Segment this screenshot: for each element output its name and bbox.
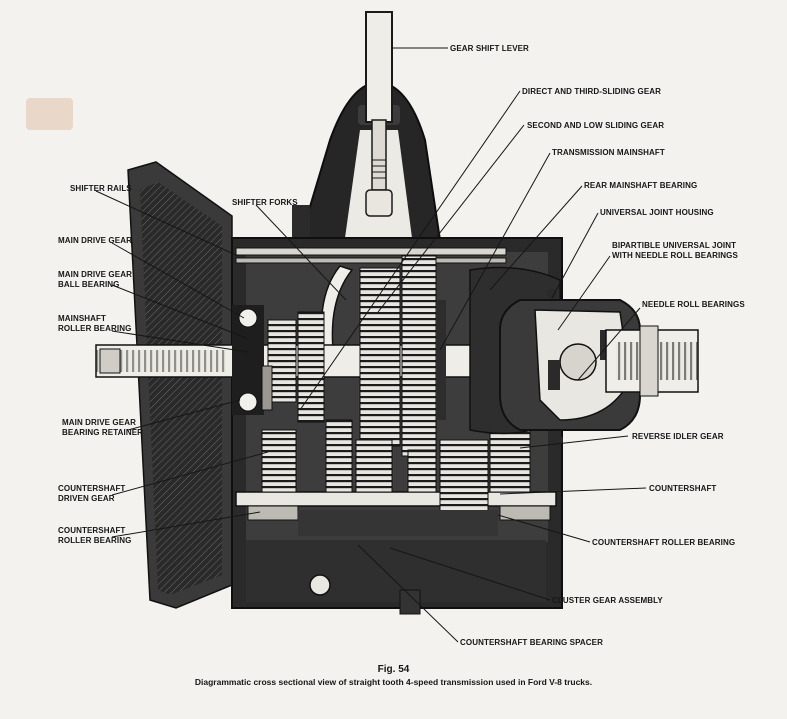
label-gear-shift-lever: GEAR SHIFT LEVER xyxy=(450,44,529,53)
label-cluster-gear-assembly: CLUSTER GEAR ASSEMBLY xyxy=(552,596,663,605)
figure-description: Diagrammatic cross sectional view of str… xyxy=(194,677,593,687)
label-transmission-mainshaft: TRANSMISSION MAINSHAFT xyxy=(552,148,665,157)
gear-shift-lever xyxy=(365,11,393,217)
label-mainshaft-roller-bearing: MAINSHAFT ROLLER BEARING xyxy=(58,314,132,333)
label-main-drive-gear-ball-bearing: MAIN DRIVE GEAR BALL BEARING xyxy=(58,270,132,289)
figure-number: Fig. 54 xyxy=(377,664,410,675)
label-rear-mainshaft-bearing: REAR MAINSHAFT BEARING xyxy=(584,181,698,190)
shifter-rails xyxy=(235,247,507,264)
clutch-housing-plate xyxy=(127,161,233,609)
label-second-low-sliding-gear: SECOND AND LOW SLIDING GEAR xyxy=(527,121,665,130)
label-main-drive-gear-bearing-retainer: MAIN DRIVE GEAR BEARING RETAINER xyxy=(62,418,144,437)
label-reverse-idler-gear: REVERSE IDLER GEAR xyxy=(632,432,724,441)
label-universal-joint-housing: UNIVERSAL JOINT HOUSING xyxy=(600,208,714,217)
universal-joint-housing xyxy=(469,266,641,435)
leader-lines xyxy=(95,47,647,643)
label-countershaft-roller-bearing-left: COUNTERSHAFT ROLLER BEARING xyxy=(58,526,132,545)
output-shaft xyxy=(547,289,699,445)
label-countershaft-bearing-spacer: COUNTERSHAFT BEARING SPACER xyxy=(460,638,604,647)
countershaft-cluster xyxy=(235,419,557,536)
label-shifter-rails: SHIFTER RAILS xyxy=(70,184,132,193)
label-main-drive-gear: MAIN DRIVE GEAR xyxy=(58,236,132,245)
figure-caption: Fig. 54 Diagrammatic cross sectional vie… xyxy=(0,664,787,687)
paper-stain xyxy=(26,98,73,130)
label-shifter-forks: SHIFTER FORKS xyxy=(232,198,298,207)
sliding-gears xyxy=(297,255,446,457)
label-countershaft-driven-gear: COUNTERSHAFT DRIVEN GEAR xyxy=(58,484,126,503)
label-countershaft: COUNTERSHAFT xyxy=(649,484,717,493)
label-bipartible-universal-joint: BIPARTIBLE UNIVERSAL JOINT WITH NEEDLE R… xyxy=(612,241,738,260)
label-needle-roll-bearings: NEEDLE ROLL BEARINGS xyxy=(642,300,745,309)
label-direct-third-sliding-gear: DIRECT AND THIRD-SLIDING GEAR xyxy=(522,87,662,96)
main-drive-gear-assembly xyxy=(232,305,297,415)
label-countershaft-roller-bearing-right: COUNTERSHAFT ROLLER BEARING xyxy=(592,538,736,547)
